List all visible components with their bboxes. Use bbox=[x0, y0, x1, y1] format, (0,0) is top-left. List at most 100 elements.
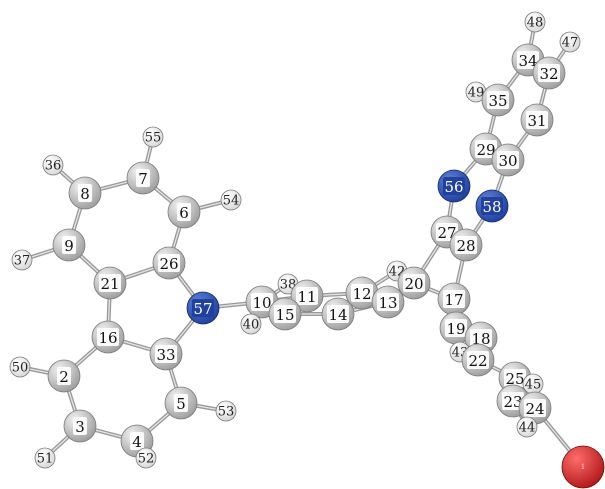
atom-label-56: 56 bbox=[444, 178, 463, 196]
atom-label-20: 20 bbox=[404, 275, 423, 293]
atom-58-n: 58 bbox=[475, 189, 509, 223]
atom-57-n: 57 bbox=[186, 291, 220, 325]
label-box-26 bbox=[158, 254, 180, 272]
label-box-19 bbox=[445, 319, 467, 337]
atom-sphere-53 bbox=[215, 400, 237, 422]
atom-label-2: 2 bbox=[59, 368, 69, 386]
atom-19-c: 19 bbox=[439, 311, 473, 345]
atom-1-br: 1 bbox=[561, 445, 605, 489]
atom-7-c: 7 bbox=[126, 161, 160, 195]
atom-sphere-37 bbox=[11, 249, 33, 271]
atom-label-5: 5 bbox=[176, 395, 186, 413]
atom-47-h: 47 bbox=[559, 31, 581, 53]
atom-label-54: 54 bbox=[223, 194, 240, 209]
atom-label-50: 50 bbox=[12, 361, 29, 376]
atom-54-h: 54 bbox=[220, 189, 242, 211]
atom-label-29: 29 bbox=[476, 141, 495, 159]
atom-8-c: 8 bbox=[68, 176, 102, 210]
label-box-34 bbox=[517, 51, 539, 69]
atom-label-3: 3 bbox=[75, 418, 85, 436]
atom-label-35: 35 bbox=[488, 92, 507, 110]
atom-13-c: 13 bbox=[371, 285, 405, 319]
atom-label-12: 12 bbox=[352, 285, 371, 303]
label-box-56 bbox=[443, 177, 465, 195]
label-box-22 bbox=[467, 351, 489, 369]
atom-label-51: 51 bbox=[37, 452, 54, 467]
label-box-12 bbox=[351, 284, 373, 302]
atom-label-55: 55 bbox=[145, 131, 162, 146]
atom-40-h: 40 bbox=[240, 313, 262, 335]
label-box-31 bbox=[526, 111, 548, 129]
atom-11-c: 11 bbox=[290, 279, 324, 313]
atom-30-c: 30 bbox=[491, 143, 525, 177]
atom-22-c: 22 bbox=[461, 343, 495, 377]
atom-label-53: 53 bbox=[218, 405, 235, 420]
atom-label-16: 16 bbox=[98, 329, 117, 347]
atom-label-19: 19 bbox=[446, 320, 465, 338]
atom-label-45: 45 bbox=[525, 378, 542, 393]
atom-37-h: 37 bbox=[11, 249, 33, 271]
atom-24-c: 24 bbox=[518, 391, 552, 425]
label-box-2 bbox=[57, 367, 71, 385]
atom-36-h: 36 bbox=[42, 154, 64, 176]
atom-28-c: 28 bbox=[449, 228, 483, 262]
atom-51-h: 51 bbox=[34, 447, 56, 469]
atom-label-18: 18 bbox=[471, 330, 490, 348]
atom-label-40: 40 bbox=[243, 318, 260, 333]
atom-label-9: 9 bbox=[64, 237, 74, 255]
atom-label-58: 58 bbox=[482, 198, 501, 216]
label-box-15 bbox=[274, 305, 296, 323]
atom-sphere-52 bbox=[135, 447, 157, 469]
atom-5-c: 5 bbox=[164, 386, 198, 420]
atom-52-h: 52 bbox=[135, 447, 157, 469]
label-box-5 bbox=[174, 394, 188, 412]
label-box-11 bbox=[296, 287, 318, 305]
atom-21-c: 21 bbox=[93, 266, 127, 300]
label-box-9 bbox=[62, 236, 76, 254]
atom-label-49: 49 bbox=[468, 86, 485, 101]
atom-label-28: 28 bbox=[456, 237, 475, 255]
label-box-29 bbox=[475, 140, 497, 158]
atom-16-c: 16 bbox=[91, 320, 125, 354]
atom-label-44: 44 bbox=[519, 421, 536, 436]
atom-label-13: 13 bbox=[378, 294, 397, 312]
atom-55-h: 55 bbox=[142, 126, 164, 148]
label-box-7 bbox=[136, 169, 150, 187]
atom-sphere-50 bbox=[9, 356, 31, 378]
atom-label-14: 14 bbox=[328, 306, 347, 324]
label-box-8 bbox=[78, 184, 92, 202]
atom-sphere-55 bbox=[142, 126, 164, 148]
label-box-30 bbox=[497, 151, 519, 169]
atom-sphere-1 bbox=[561, 445, 605, 489]
label-box-21 bbox=[99, 274, 121, 292]
label-box-57 bbox=[192, 299, 214, 317]
label-box-20 bbox=[403, 274, 425, 292]
label-box-14 bbox=[327, 305, 349, 323]
label-box-58 bbox=[481, 197, 503, 215]
atom-label-17: 17 bbox=[444, 291, 463, 309]
label-box-25 bbox=[504, 369, 526, 387]
atom-label-6: 6 bbox=[179, 204, 189, 222]
label-box-13 bbox=[377, 293, 399, 311]
atom-26-c: 26 bbox=[152, 246, 186, 280]
atom-31-c: 31 bbox=[520, 103, 554, 137]
atom-sphere-44 bbox=[516, 416, 538, 438]
label-box-4 bbox=[130, 432, 144, 450]
atom-label-8: 8 bbox=[80, 185, 90, 203]
atom-sphere-47 bbox=[559, 31, 581, 53]
label-box-17 bbox=[443, 290, 465, 308]
atom-label-47: 47 bbox=[562, 36, 579, 51]
label-box-6 bbox=[177, 203, 191, 221]
label-box-32 bbox=[538, 64, 560, 82]
atom-label-34: 34 bbox=[518, 52, 537, 70]
atom-9-c: 9 bbox=[52, 228, 86, 262]
atom-label-21: 21 bbox=[100, 275, 119, 293]
label-box-24 bbox=[524, 399, 546, 417]
atom-49-h: 49 bbox=[465, 81, 487, 103]
label-box-35 bbox=[487, 91, 509, 109]
atom-label-15: 15 bbox=[275, 306, 294, 324]
atom-17-c: 17 bbox=[437, 282, 471, 316]
atom-50-h: 50 bbox=[9, 356, 31, 378]
